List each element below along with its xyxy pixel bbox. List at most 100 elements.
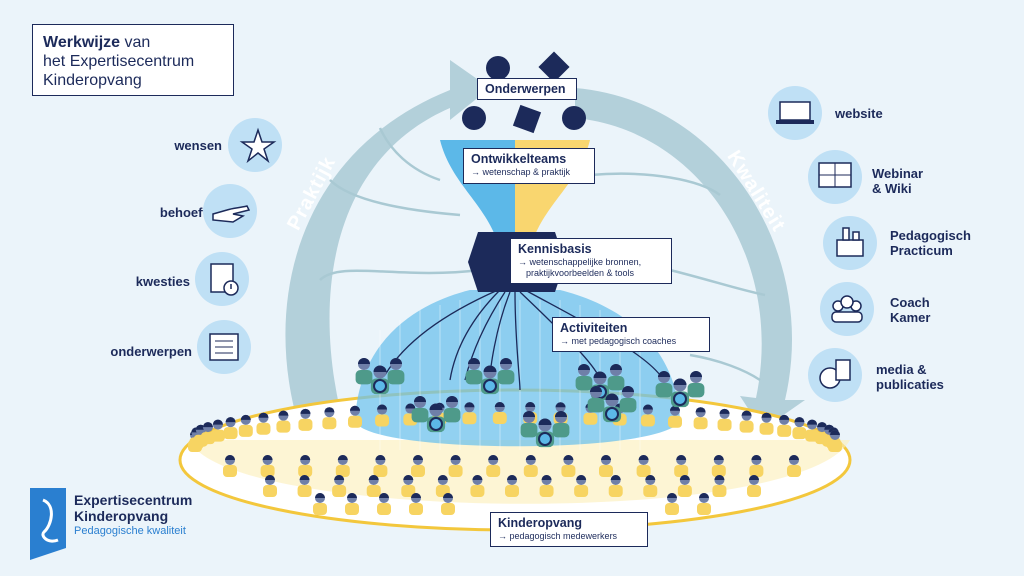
document-question-icon xyxy=(195,252,249,306)
topic-circle xyxy=(462,106,486,130)
person-figure xyxy=(759,412,774,435)
person-figure xyxy=(711,455,726,477)
person-figure xyxy=(238,414,253,437)
person-figure xyxy=(777,414,792,437)
person-figure xyxy=(619,386,637,413)
person-figure xyxy=(607,364,625,391)
person-figure xyxy=(787,455,801,477)
person-figure xyxy=(387,358,405,385)
logo-line1: Expertisecentrum xyxy=(74,492,193,508)
person-figure xyxy=(792,417,807,440)
person-figure xyxy=(335,455,350,477)
person-figure xyxy=(520,411,538,438)
person-figure xyxy=(260,455,275,477)
person-figure xyxy=(693,407,708,430)
list-icon xyxy=(197,320,251,374)
topic-circle xyxy=(562,106,586,130)
person-figure xyxy=(655,371,673,398)
person-figure xyxy=(665,493,679,515)
right-item-webinar: Webinar & Wiki xyxy=(872,166,923,196)
coach-badge xyxy=(673,392,687,406)
kennisbasis-subtitle: praktijkvoorbeelden & tools xyxy=(526,268,635,278)
logo-tagline: Pedagogische kwaliteit xyxy=(74,525,186,537)
ontwikkelteams-subtitle: → wetenschap & praktijk xyxy=(471,167,571,177)
person-figure xyxy=(539,475,554,497)
onderwerpen-title: Onderwerpen xyxy=(485,82,566,96)
person-figure xyxy=(322,407,337,430)
person-figure xyxy=(712,475,727,497)
person-figure xyxy=(409,493,423,515)
person-figure xyxy=(523,455,538,477)
person-figure xyxy=(575,364,593,391)
right-item-label: media & xyxy=(876,362,927,377)
person-figure xyxy=(497,358,515,385)
coach-badge xyxy=(373,379,387,393)
left-item-onderwerpen: onderwerpen xyxy=(110,344,192,359)
person-figure xyxy=(411,455,425,477)
star-icon xyxy=(228,118,282,172)
right-item-media: media & publicaties xyxy=(876,362,944,392)
person-figure xyxy=(674,455,689,477)
logo-line2: Kinderopvang xyxy=(74,508,169,524)
title-box: Werkwijze van het Expertisecentrum Kinde… xyxy=(32,24,234,96)
coach-groups xyxy=(355,358,705,448)
right-item-label: Practicum xyxy=(890,243,953,258)
person-figure xyxy=(574,475,589,497)
person-figure xyxy=(256,412,271,435)
activiteiten-box: Activiteiten → met pedagogisch coaches xyxy=(552,317,710,352)
person-figure xyxy=(747,475,761,497)
person-figure xyxy=(276,410,291,433)
ontwikkelteams-title: Ontwikkelteams xyxy=(471,152,567,166)
flow-arrows xyxy=(319,127,766,382)
person-figure xyxy=(608,475,623,497)
person-figure xyxy=(298,408,313,431)
right-item-label: Webinar xyxy=(872,166,924,181)
laptop-icon xyxy=(768,86,822,140)
kinderopvang-title: Kinderopvang xyxy=(498,516,583,530)
right-item-label: & Wiki xyxy=(872,181,912,196)
person-figure xyxy=(668,405,682,428)
person-figure xyxy=(687,371,705,398)
person-figure xyxy=(492,402,507,425)
person-figure xyxy=(443,396,461,423)
person-figure xyxy=(348,405,362,428)
kinderopvang-subtitle: → pedagogisch medewerkers xyxy=(498,531,618,541)
person-figure xyxy=(313,493,327,515)
right-item-label: website xyxy=(835,106,883,121)
person-figure xyxy=(505,475,519,497)
person-figure xyxy=(561,455,576,477)
person-figure xyxy=(345,493,359,515)
person-figure xyxy=(587,386,605,413)
person-figure xyxy=(643,475,658,497)
person-figure xyxy=(717,408,732,431)
person-figure xyxy=(636,455,651,477)
webinar-icon xyxy=(808,150,862,204)
onderwerpen-box: Onderwerpen xyxy=(477,78,577,100)
person-figure xyxy=(486,455,501,477)
activiteiten-subtitle: → met pedagogisch coaches xyxy=(560,336,677,346)
person-figure xyxy=(828,430,842,452)
person-figure xyxy=(210,419,225,442)
title-bold: Werkwijze xyxy=(43,34,121,51)
ontwikkelteams-box: Ontwikkelteams → wetenschap & praktijk xyxy=(463,148,595,184)
person-figure xyxy=(465,358,483,385)
right-item-website: website xyxy=(835,106,883,121)
person-figure xyxy=(470,475,485,497)
person-figure xyxy=(448,455,463,477)
person-figure xyxy=(223,455,237,477)
kennisbasis-title: Kennisbasis xyxy=(518,242,592,256)
person-figure xyxy=(640,404,655,427)
practicum-icon xyxy=(823,216,877,270)
kennisbasis-box: Kennisbasis → wetenschappelijke bronnen,… xyxy=(510,238,672,284)
person-figure xyxy=(739,410,754,433)
logo-mark xyxy=(30,488,66,560)
coach-badge xyxy=(483,379,497,393)
coach-badge xyxy=(605,407,619,421)
kennisbasis-subtitle: → wetenschappelijke bronnen, xyxy=(518,257,642,267)
title-line2: het Expertisecentrum xyxy=(43,53,195,70)
kwaliteit-arrow xyxy=(575,88,805,430)
right-item-coachkamer: Coach Kamer xyxy=(890,295,930,325)
person-figure xyxy=(332,475,347,497)
person-figure xyxy=(375,404,390,427)
